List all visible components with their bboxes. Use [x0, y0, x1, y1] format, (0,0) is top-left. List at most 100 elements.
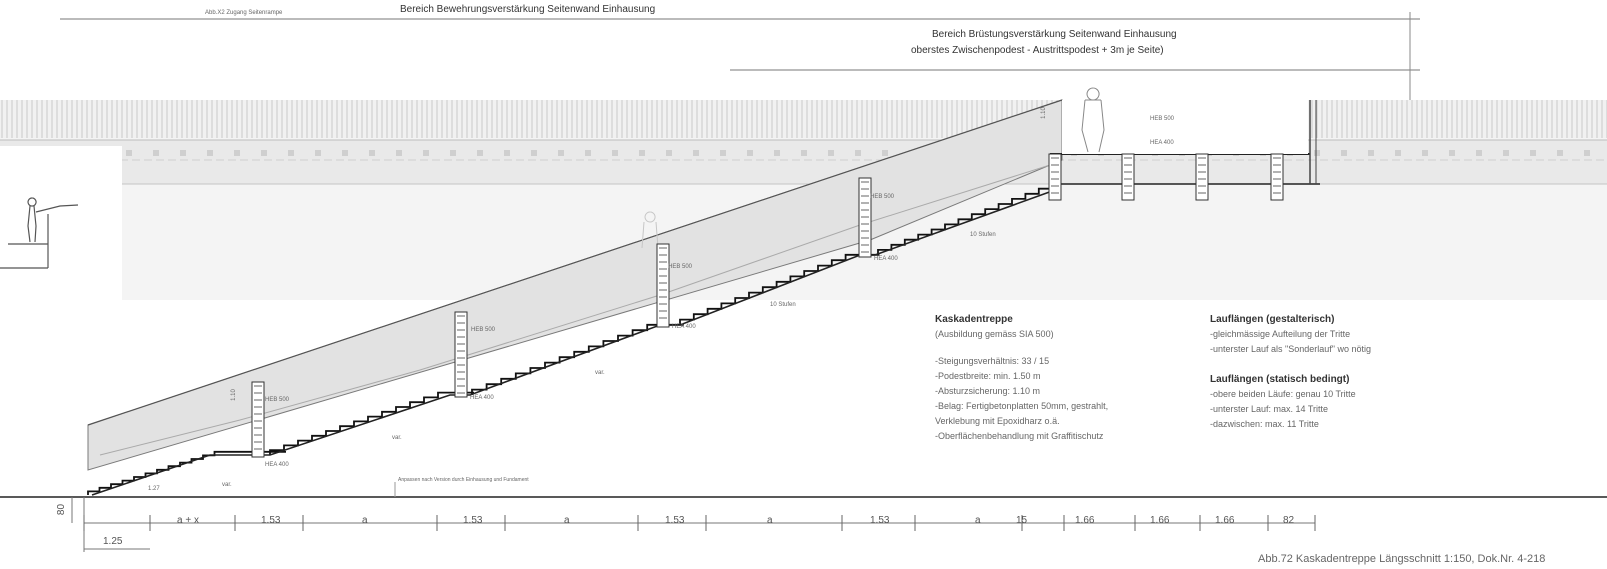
wall-panel-mark [504, 150, 510, 156]
note-gestalterisch: Lauflängen (gestalterisch) -gleichmässig… [1210, 312, 1371, 357]
dim-left-height: 80 [56, 503, 68, 516]
note-statisch-title: Lauflängen (statisch bedingt) [1210, 374, 1350, 385]
beam-label: HEA 400 [470, 395, 494, 401]
note-line: Verklebung mit Epoxidharz o.ä. [935, 416, 1060, 426]
top-landing [1050, 100, 1320, 185]
dimension-label: 1.53 [870, 515, 890, 526]
wall-panel-mark [747, 150, 753, 156]
wall-panel-mark [666, 150, 672, 156]
wall-panel-mark [612, 150, 618, 156]
dim-small: 1.27 [148, 486, 160, 492]
height-label: 1.10 [230, 389, 237, 401]
steel-post [454, 311, 468, 398]
wall-panel-mark [1557, 150, 1563, 156]
stair-steps [87, 187, 1053, 495]
wall-panel-mark [1314, 150, 1320, 156]
wall-panel-mark [1368, 150, 1374, 156]
profile-label: HEB 500 [1150, 116, 1175, 122]
wall-panel-mark [423, 150, 429, 156]
wall-panel-mark [1503, 150, 1509, 156]
note-line: -Podestbreite: min. 1.50 m [935, 371, 1041, 381]
stair-flight [679, 253, 880, 325]
wall-panel-mark [207, 150, 213, 156]
note-gestalterisch-title: Lauflängen (gestalterisch) [1210, 314, 1335, 325]
dimension-label: 1.53 [665, 515, 685, 526]
wall-panel-mark [1395, 150, 1401, 156]
beam-label: HEA 400 [1150, 140, 1174, 146]
wall-panel-mark [153, 150, 159, 156]
middle-flight-steps: 10 Stufen [770, 302, 796, 308]
wall-panel-mark [1422, 150, 1428, 156]
inset-person-figure [0, 197, 79, 269]
wall-panel-mark [639, 150, 645, 156]
note-kaskadentreppe-subtitle: (Ausbildung gemäss SIA 500) [935, 329, 1054, 339]
dimension-label: 1.66 [1075, 515, 1095, 526]
beam-label: HEA 400 [672, 324, 696, 330]
dimension-label: 1.66 [1215, 515, 1235, 526]
parapet-height-label: 1.10 [1040, 107, 1047, 119]
beam-label: HEA 400 [265, 462, 289, 468]
wall-panel-marks [126, 150, 1590, 156]
dimension-label: a [362, 515, 368, 526]
note-line: -unterster Lauf: max. 14 Tritte [1210, 404, 1329, 414]
wall-panel-mark [288, 150, 294, 156]
stair-flight [87, 450, 286, 495]
note-line: -Belag: Fertigbetonplatten 50mm, gestrah… [935, 401, 1109, 411]
dimension-label: a [767, 515, 773, 526]
profile-label: HEB 500 [870, 194, 895, 200]
reinforcement-zone-label: Bereich Bewehrungsverstärkung Seitenwand… [400, 4, 656, 15]
ground-note: Anpassen nach Version durch Einhausung u… [398, 477, 529, 483]
note-line: -obere beiden Läufe: genau 10 Tritte [1210, 389, 1356, 399]
dimension-label: a [975, 515, 981, 526]
wall-panel-mark [261, 150, 267, 156]
wall-panel-mark [693, 150, 699, 156]
beam-label: HEA 400 [874, 256, 898, 262]
wall-panel-mark [855, 150, 861, 156]
note-line: -gleichmässige Aufteilung der Tritte [1210, 329, 1351, 339]
wall-panel-mark [585, 150, 591, 156]
dimension-label: a + x [177, 515, 199, 526]
wall-panel-mark [396, 150, 402, 156]
wall-panel-mark [558, 150, 564, 156]
dimension-label: 1.53 [261, 515, 281, 526]
profile-label: HEB 500 [265, 397, 290, 403]
wall-hatch-top [0, 100, 1607, 138]
small-caption: Abb.X2 Zugang Seitenrampe [205, 10, 283, 16]
wall-panel-mark [342, 150, 348, 156]
wall-panel-mark [1449, 150, 1455, 156]
wall-panel-mark [477, 150, 483, 156]
var-label: var. [595, 370, 605, 376]
parapet-zone-label-2: oberstes Zwischenpodest - Austrittspodes… [911, 45, 1164, 56]
wall-panel-mark [126, 150, 132, 156]
profile-label: HEB 500 [471, 327, 496, 333]
wall-panel-mark [180, 150, 186, 156]
stair-flight [269, 391, 474, 455]
inset-panel [0, 146, 122, 379]
dimension-label: 1.66 [1150, 515, 1170, 526]
wall-panel-mark [1341, 150, 1347, 156]
note-line: -Oberflächenbehandlung mit Graffitischut… [935, 431, 1104, 441]
dimension-label: 1.53 [463, 515, 483, 526]
upper-flight-steps: 10 Stufen [970, 232, 996, 238]
dimension-label: 15 [1016, 515, 1028, 526]
wall-panel-mark [450, 150, 456, 156]
var-label: var. [222, 482, 232, 488]
wall-panel-mark [1476, 150, 1482, 156]
wall-panel-mark [1584, 150, 1590, 156]
wall-panel-mark [882, 150, 888, 156]
stair-flight [877, 187, 1053, 255]
wall-panel-mark [801, 150, 807, 156]
steel-post [656, 243, 670, 328]
note-statisch: Lauflängen (statisch bedingt) -obere bei… [1210, 372, 1356, 432]
wall-panel-mark [531, 150, 537, 156]
note-line: -Absturzsicherung: 1.10 m [935, 386, 1041, 396]
note-line: -dazwischen: max. 11 Tritte [1210, 419, 1319, 429]
steel-posts [251, 153, 1284, 458]
note-kaskadentreppe: Kaskadentreppe (Ausbildung gemäss SIA 50… [935, 312, 1108, 444]
note-kaskadentreppe-title: Kaskadentreppe [935, 314, 1013, 325]
wall-panel-mark [369, 150, 375, 156]
figure-caption: Abb.72 Kaskadentreppe Längsschnitt 1:150… [1258, 553, 1546, 565]
dim-first: 1.25 [103, 536, 123, 547]
dimension-label: a [564, 515, 570, 526]
